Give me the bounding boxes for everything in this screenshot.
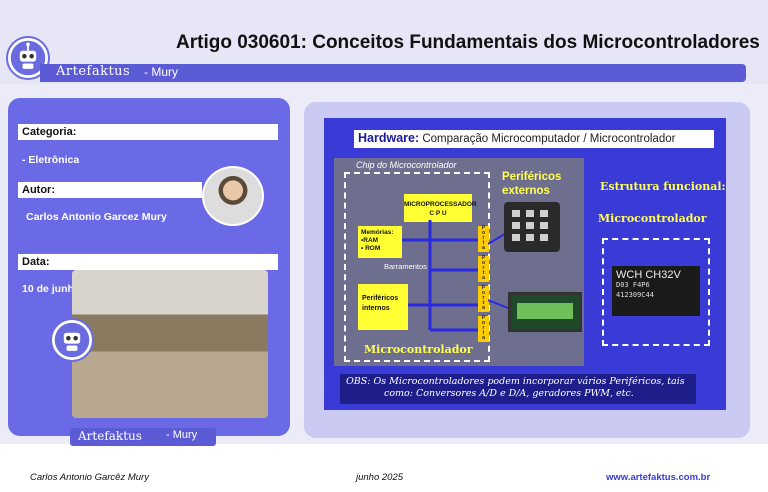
- ic-chip-image: WCH CH32V D03 F4P6 412309C44: [612, 266, 700, 316]
- category-value: - Eletrônica: [22, 154, 80, 166]
- date-label: Data:: [18, 254, 278, 270]
- external-peripherals-label: Periféricos externos: [502, 170, 561, 198]
- port-letter: t: [482, 240, 485, 246]
- mury-robot-logo-icon: [6, 36, 50, 80]
- slide-heading-bold: Hardware:: [358, 131, 420, 145]
- port-letter: P: [481, 225, 486, 231]
- lcd-screen: [517, 303, 573, 319]
- perif-int-2: internos: [362, 305, 390, 312]
- functional-mc-label: Microcontrolador: [598, 212, 707, 225]
- mury-robot-logo-icon: [50, 318, 94, 362]
- author-label: Autor:: [18, 182, 202, 198]
- brand-bar: Artefaktus - Mury: [40, 64, 746, 82]
- brand-badge: Artefaktus - Mury: [70, 428, 216, 446]
- cpu-line1: MICROPROCESSADOR: [404, 201, 477, 208]
- port-letter: P: [481, 315, 486, 321]
- ic-line1: WCH CH32V: [616, 269, 681, 281]
- obs-note: OBS: Os Microcontroladores podem incorpo…: [340, 374, 696, 404]
- port-letter: r: [482, 295, 485, 301]
- chip-boundary: [344, 172, 490, 362]
- port-letter: t: [482, 300, 485, 306]
- port-letter: o: [481, 230, 486, 236]
- port-letter: r: [482, 235, 485, 241]
- port-letter: t: [482, 270, 485, 276]
- lcd-display-image: [508, 292, 582, 332]
- footer-date: junho 2025: [356, 472, 404, 483]
- badge-sub: - Mury: [166, 429, 198, 441]
- perif-ext-2: externos: [502, 185, 550, 197]
- port-letter: P: [481, 255, 486, 261]
- port-letter: o: [481, 260, 486, 266]
- ic-line2: D03 F4P6: [616, 281, 650, 289]
- port-letter: o: [481, 320, 486, 326]
- ic-line3: 412309C44: [616, 291, 654, 299]
- keypad-image: [504, 202, 560, 252]
- port-letter: a: [482, 245, 485, 251]
- badge-name: Artefaktus: [78, 429, 142, 443]
- port-letter: a: [482, 335, 485, 341]
- author-value: Carlos Antonio Garcez Mury: [26, 211, 167, 223]
- memory-block: Memórias: •RAM • ROM: [358, 226, 402, 258]
- author-photo: [202, 166, 264, 226]
- category-label: Categoria:: [18, 124, 278, 140]
- port-letter: a: [482, 305, 485, 311]
- brand-sub: - Mury: [144, 65, 178, 79]
- slide-heading: Hardware: Comparação Microcomputador / M…: [354, 130, 714, 148]
- internal-peripherals-block: Periféricos internos: [358, 284, 408, 330]
- slide-heading-rest: Comparação Microcomputador / Microcontro…: [419, 133, 676, 145]
- port-letter: P: [481, 285, 486, 291]
- functional-structure-label: Estrutura funcional:: [600, 180, 726, 193]
- port-letter: r: [482, 325, 485, 331]
- port-letter: a: [482, 275, 485, 281]
- brand-name: Artefaktus: [56, 64, 131, 79]
- mem-rom: • ROM: [361, 245, 381, 252]
- cpu-block: MICROPROCESSADOR C P U: [404, 194, 477, 222]
- port-letter: o: [481, 290, 486, 296]
- workshop-photo: [72, 270, 268, 418]
- port-letter: t: [482, 330, 485, 336]
- bus-label: Barramentos: [384, 262, 427, 271]
- footer-author: Carlos Antonio Garcêz Mury: [30, 472, 149, 483]
- mem-title: Memórias:: [361, 229, 394, 236]
- bus-lines: [402, 220, 478, 332]
- page-title: Artigo 030601: Conceitos Fundamentais do…: [176, 32, 760, 53]
- chip-label: Chip do Microcontrolador: [356, 160, 457, 170]
- perif-int-1: Periféricos: [362, 295, 399, 302]
- mem-ram: •RAM: [361, 237, 379, 244]
- microcontroller-label: Microcontrolador: [364, 343, 473, 356]
- obs-line1: OBS: Os Microcontroladores podem incorpo…: [346, 376, 685, 387]
- ic-image-frame: WCH CH32V D03 F4P6 412309C44: [602, 238, 710, 346]
- perif-ext-1: Periféricos: [502, 171, 562, 183]
- obs-line2: como: Conversores A/D e D/A, geradores P…: [384, 388, 634, 399]
- port-letter: r: [482, 265, 485, 271]
- footer-url-link[interactable]: www.artefaktus.com.br: [606, 472, 711, 483]
- cpu-line2: C P U: [429, 210, 447, 217]
